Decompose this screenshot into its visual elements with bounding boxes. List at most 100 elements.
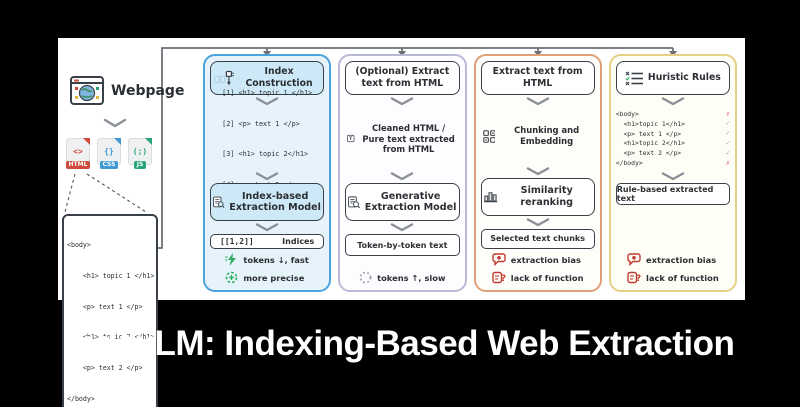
chevron-down-icon: [526, 218, 549, 226]
feature-function-label: lack of function: [646, 272, 719, 283]
panel-generative-extraction: (Optional) Extract text from HTML T Clea…: [338, 54, 467, 292]
webpage-label: Webpage: [111, 82, 185, 99]
html-file-symbol: <>: [73, 147, 83, 156]
css-file-icon: {} CSS: [96, 138, 122, 169]
extract-text-header: Extract text from HTML: [480, 61, 595, 95]
bar-chart-icon: [483, 192, 497, 203]
index-construction-label: Index Construction: [245, 66, 313, 89]
cleaned-html-label: Cleaned HTML / Pure text extracted from …: [362, 122, 455, 155]
check-mark-icon: ✓: [725, 119, 730, 128]
code-line: <h1> topic 2 </h1>: [67, 333, 155, 342]
feature-extraction-bias: extraction bias: [492, 253, 581, 266]
index-model-label: Index-based Extraction Model: [229, 190, 321, 214]
chevron-down-icon: [526, 97, 549, 106]
similarity-model-label: Similarity reranking: [520, 185, 574, 208]
html-file-label: HTML: [65, 161, 91, 169]
rule-checked-lines: <body> ✗ <h1>topic 1</h1> ✓ <p> text 1 <…: [616, 110, 730, 169]
indices-label: Indices: [282, 237, 315, 246]
svg-text:T: T: [349, 137, 352, 143]
chevron-down-icon: [255, 223, 279, 232]
cross-mark-icon: ✗: [725, 158, 730, 167]
svg-text:?: ?: [636, 274, 641, 284]
check-row: <body> ✗: [615, 109, 730, 119]
cross-mark-icon: ✗: [725, 109, 730, 118]
folded-corner-icon: [114, 138, 121, 145]
method-panels: Index Construction [1] <h1> topic 1 </h1…: [203, 54, 737, 292]
chevron-down-icon: [391, 97, 414, 106]
chunks-output: Selected text chunks: [480, 228, 595, 249]
css-file-label: CSS: [99, 161, 119, 169]
feature-fast-label: tokens ↓, fast: [243, 254, 309, 265]
chevron-down-icon: [661, 97, 685, 106]
document-magnifier-icon: [348, 195, 361, 208]
chunking-step: Chunking and Embedding: [481, 125, 595, 147]
check-mark-icon: ✓: [725, 139, 730, 147]
index-line: [3] <h1> topic 2</h1>: [222, 150, 309, 159]
checklist-icon: [625, 71, 643, 85]
similarity-reranking-model: Similarity reranking: [480, 177, 595, 216]
cleaned-html-step: T Cleaned HTML / Pure text extracted fro…: [345, 123, 459, 156]
chevron-down-icon: [391, 172, 414, 181]
code-line: <p> text 1 </p>: [67, 302, 143, 311]
check-mark-icon: ✓: [725, 148, 730, 157]
token-output: Token-by-token text: [345, 234, 460, 256]
generative-model-label: Generative Extraction Model: [364, 190, 457, 214]
indices-value: [[1,2]]: [220, 237, 254, 246]
chevron-down-icon: [255, 97, 279, 106]
webpage-icon: [70, 76, 104, 105]
panel-heuristic-rules: Huristic Rules <body> ✗ <h1>topic 1</h1>…: [608, 54, 737, 292]
panel-chunking-embedding: Extract text from HTML Chunking and Embe…: [473, 54, 602, 292]
css-file-symbol: {}: [104, 147, 114, 156]
feature-bias-label: extraction bias: [510, 254, 581, 265]
feature-precise-label: more precise: [243, 272, 305, 283]
bias-icon: [627, 253, 641, 266]
source-files: <> HTML {} CSS (;) JS: [65, 138, 153, 169]
feature-lack-function: ? lack of function: [627, 271, 719, 284]
optional-extract-header: (Optional) Extract text from HTML: [345, 61, 460, 95]
html-source-code-block: <body> <h1> topic 1 </h1> <p> text 1 </p…: [62, 214, 158, 407]
svg-text:?: ?: [501, 274, 506, 284]
feature-function-label: lack of function: [510, 272, 584, 283]
index-construction-header: Index Construction: [210, 61, 325, 95]
feature-bias-label: extraction bias: [646, 254, 717, 265]
no-function-icon: ?: [627, 271, 641, 284]
code-line: <body>: [67, 241, 91, 250]
check-row: </body> ✗: [615, 158, 730, 167]
indices-output: [[1,2]] Indices: [210, 234, 325, 249]
chevron-down-icon: [103, 118, 127, 128]
heuristic-rules-header: Huristic Rules: [615, 61, 730, 95]
generative-extraction-model: Generative Extraction Model: [345, 183, 460, 221]
text-icon: T: [347, 135, 355, 143]
js-file-label: JS: [133, 161, 147, 169]
js-file-symbol: (;): [132, 147, 148, 156]
feature-extraction-bias: extraction bias: [627, 253, 716, 266]
feature-fast: tokens ↓, fast: [225, 253, 309, 266]
feature-lack-function: ? lack of function: [492, 271, 584, 284]
html-file-icon: <> HTML: [65, 138, 91, 169]
check-mark-icon: ✓: [725, 129, 730, 138]
folded-corner-icon: [83, 138, 90, 145]
document-magnifier-icon: [213, 196, 225, 208]
feature-slow: tokens ↑, slow: [359, 271, 446, 284]
panel-index-construction: Index Construction [1] <h1> topic 1 </h1…: [203, 54, 332, 292]
index-based-extraction-model: Index-based Extraction Model: [210, 183, 325, 221]
chevron-down-icon: [661, 172, 685, 181]
precision-icon: [226, 271, 238, 284]
no-function-icon: ?: [492, 271, 506, 284]
webpage-input: Webpage: [70, 76, 184, 105]
index-line: [1] <h1> topic 1 </h1>: [222, 89, 313, 98]
feature-precise: more precise: [225, 271, 304, 284]
code-line: </body>: [67, 394, 95, 403]
lightning-icon: [225, 253, 237, 266]
check-row: <p> text 1 </p> ✓: [615, 129, 730, 138]
index-line: [2] <p> text 1 </p>: [222, 119, 300, 128]
grid-icon: [482, 130, 496, 143]
code-line: <h1> topic 1 </h1>: [67, 272, 155, 281]
rule-based-output: Rule-based extracted text: [615, 183, 730, 205]
chevron-down-icon: [255, 172, 279, 181]
bias-icon: [492, 253, 506, 266]
folded-corner-icon: [145, 138, 152, 145]
code-line: <p> text 2 </p>: [67, 364, 143, 373]
page-title: IndexLM: Indexing-Based Web Extraction: [65, 324, 735, 363]
